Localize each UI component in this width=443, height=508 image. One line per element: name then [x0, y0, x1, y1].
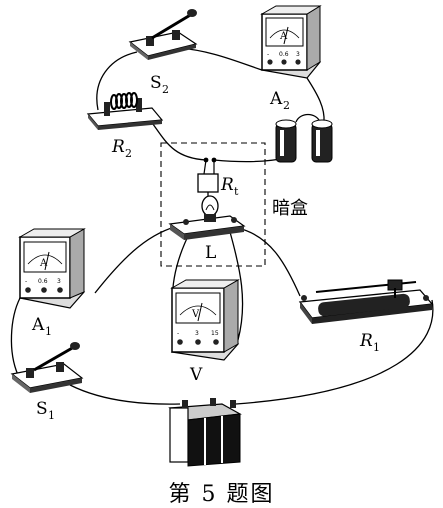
wire-a2-battery	[306, 77, 325, 123]
rheostat-r1	[298, 279, 434, 324]
label-a1: A	[31, 315, 45, 335]
a1-face-letter: A	[39, 258, 48, 269]
label-r2: R	[111, 137, 125, 157]
label-s1: S	[36, 399, 48, 419]
switch-s2	[128, 9, 198, 60]
a1-tick-0.6: 0.6	[38, 278, 48, 285]
resistor-rt	[197, 157, 219, 193]
v-face-letter: V	[191, 309, 200, 320]
a2-face-letter: A	[279, 31, 288, 42]
wire-r1-battery	[235, 299, 434, 405]
figure-caption: 第 5 题图	[168, 482, 275, 507]
wire-r2-rt	[149, 119, 207, 161]
ammeter-a1: A - 0.6 3	[18, 228, 86, 309]
label-voltmeter: V	[189, 365, 203, 385]
a2-tick-0.6: 0.6	[279, 51, 289, 58]
battery-pair	[275, 119, 333, 163]
label-s2-sub: 2	[162, 83, 169, 96]
label-dark-box: 暗盒	[272, 198, 308, 219]
dark-box-outline	[160, 142, 266, 267]
label-a2: A	[269, 89, 283, 109]
wire-battery-rt	[213, 157, 287, 163]
label-s2: S	[150, 73, 162, 93]
a2-tick-3: 3	[296, 51, 300, 58]
circuit-svg: A - 0.6 3	[10, 5, 434, 467]
label-a1-sub: 1	[45, 325, 52, 338]
resistor-r2	[86, 92, 164, 130]
label-r2-sub: 2	[125, 147, 132, 160]
wire-s2-r2	[96, 51, 138, 111]
label-rt: R	[220, 175, 234, 195]
wire-lamp-v-right	[229, 231, 244, 341]
wire-s1-battery	[69, 384, 181, 405]
lamp-l	[168, 195, 246, 240]
wire-s2-a2	[177, 47, 263, 71]
wire-lamp-r1	[237, 227, 301, 297]
label-r1: R	[359, 331, 373, 351]
v-tick-15: 15	[211, 330, 219, 337]
v-tick-3: 3	[195, 330, 199, 337]
switch-s1	[10, 342, 84, 393]
label-a2-sub: 2	[283, 99, 290, 112]
a1-tick-minus: -	[25, 278, 27, 285]
ammeter-a2: A - 0.6 3	[260, 5, 322, 79]
label-r1-sub: 1	[373, 341, 380, 354]
a1-tick-3: 3	[57, 278, 61, 285]
wires	[10, 47, 434, 405]
voltmeter-v: V - 3 15	[170, 279, 240, 361]
a2-tick-minus: -	[267, 51, 269, 58]
v-tick-minus: -	[177, 330, 179, 337]
battery-pack	[168, 398, 242, 467]
label-s1-sub: 1	[48, 409, 55, 422]
wire-a1-s1	[10, 297, 21, 376]
wire-lamp-a1	[94, 224, 183, 294]
label-lamp: L	[205, 243, 216, 263]
label-rt-sub: t	[234, 185, 239, 198]
